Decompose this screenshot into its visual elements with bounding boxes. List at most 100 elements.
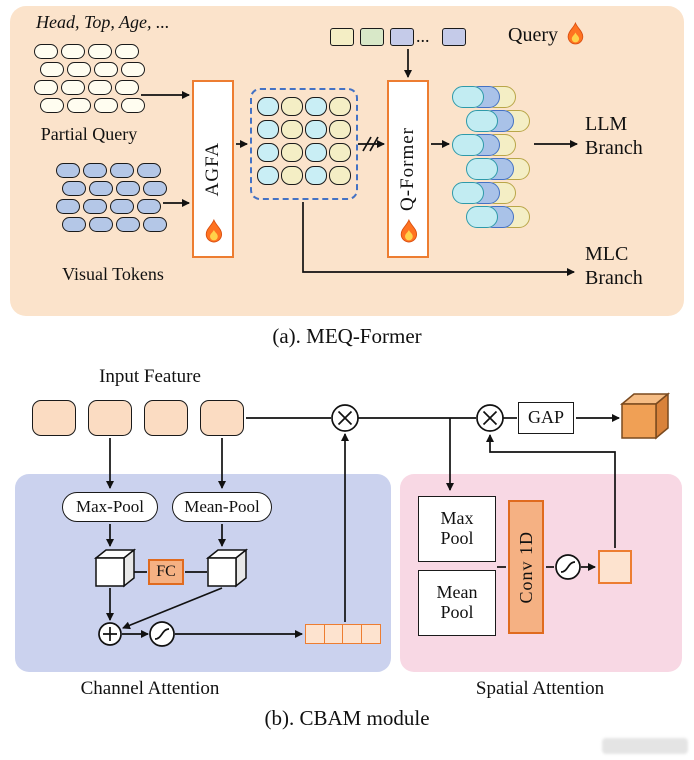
mean-pool-box-label: Mean Pool — [436, 582, 478, 622]
agfa-label: AGFA — [202, 141, 223, 197]
partial-query-label: Partial Query — [40, 124, 138, 144]
multiply-operator-icon — [476, 404, 504, 432]
channel-attention-label: Channel Attention — [80, 678, 220, 699]
visual-token — [143, 217, 167, 232]
input-feature-square — [144, 400, 188, 436]
fused-token — [281, 166, 303, 185]
q-former-label: Q-Former — [397, 127, 418, 211]
query-token — [88, 80, 112, 95]
visual-token — [116, 217, 140, 232]
token-row — [257, 166, 351, 185]
fused-token — [257, 166, 279, 185]
token-row — [40, 98, 145, 113]
query-square — [360, 28, 384, 46]
query-token — [67, 62, 91, 77]
panel-b-caption: (b). CBAM module — [264, 706, 430, 730]
visual-tokens-grid — [56, 163, 167, 235]
llm-branch-label: LLM Branch — [585, 113, 643, 159]
token-row — [62, 181, 167, 196]
spatial-attention-label: Spatial Attention — [475, 678, 605, 699]
watermark — [602, 738, 688, 754]
visual-token — [83, 163, 107, 178]
fc-box: FC — [148, 559, 184, 585]
multiply-operator-icon — [331, 404, 359, 432]
input-feature-square — [200, 400, 244, 436]
token-row — [56, 163, 167, 178]
gap-box: GAP — [518, 402, 574, 434]
agfa-module: AGFA — [192, 80, 234, 258]
visual-token — [110, 163, 134, 178]
mean-pool-pill: Mean-Pool — [172, 492, 272, 522]
fc-label: FC — [156, 563, 176, 580]
panel-a-caption: (a). MEQ-Former — [272, 324, 422, 348]
channel-attention-vector — [305, 624, 381, 644]
visual-tokens-label: Visual Tokens — [62, 264, 164, 284]
fused-token — [257, 97, 279, 116]
conv1d-label: Conv 1D — [515, 530, 536, 604]
query-token — [94, 62, 118, 77]
visual-token — [62, 181, 86, 196]
output-token — [452, 86, 484, 108]
visual-token — [116, 181, 140, 196]
output-token — [466, 206, 498, 228]
partial-query-words: Head, Top, Age, ... — [36, 12, 170, 32]
mean-pool-pill-label: Mean-Pool — [184, 497, 260, 516]
visual-token — [83, 199, 107, 214]
visual-token — [143, 181, 167, 196]
input-feature-label: Input Feature — [99, 366, 201, 387]
max-pool-pill-label: Max-Pool — [76, 497, 144, 516]
output-token — [466, 158, 498, 180]
attention-cell — [323, 624, 344, 644]
fused-token — [329, 120, 351, 139]
visual-token — [110, 199, 134, 214]
query-label: Query — [508, 24, 558, 46]
query-token — [61, 80, 85, 95]
fused-token — [281, 97, 303, 116]
token-row — [34, 44, 145, 59]
output-feature-cube — [619, 392, 671, 440]
token-row — [257, 120, 351, 139]
input-feature-square — [88, 400, 132, 436]
visual-token — [89, 181, 113, 196]
query-token — [94, 98, 118, 113]
output-token — [452, 134, 484, 156]
mlc-branch-label: MLC Branch — [585, 243, 643, 289]
query-token — [40, 62, 64, 77]
fused-token — [305, 143, 327, 162]
query-token — [115, 44, 139, 59]
query-token — [88, 44, 112, 59]
token-row — [56, 199, 167, 214]
fused-token — [281, 120, 303, 139]
fused-token — [329, 166, 351, 185]
mean-pool-box: Mean Pool — [418, 570, 496, 636]
partial-query-grid — [34, 44, 145, 116]
token-row — [62, 217, 167, 232]
fused-token-grid — [250, 88, 358, 200]
query-token — [34, 44, 58, 59]
fused-token — [257, 143, 279, 162]
fused-token — [305, 166, 327, 185]
query-token — [61, 44, 85, 59]
max-pool-box: Max Pool — [418, 496, 496, 562]
spatial-attention-map — [598, 550, 632, 584]
fused-token — [329, 97, 351, 116]
max-pool-box-label: Max Pool — [440, 508, 474, 548]
query-square — [442, 28, 466, 46]
query-token — [121, 62, 145, 77]
query-token — [40, 98, 64, 113]
visual-token — [62, 217, 86, 232]
token-row — [34, 80, 145, 95]
query-token — [115, 80, 139, 95]
output-token — [452, 182, 484, 204]
gap-label: GAP — [527, 407, 564, 428]
attention-cell — [305, 624, 325, 644]
fused-token — [305, 120, 327, 139]
q-former-module: Q-Former — [387, 80, 429, 258]
input-feature-square — [32, 400, 76, 436]
conv1d-box: Conv 1D — [508, 500, 544, 634]
max-pool-pill: Max-Pool — [62, 492, 158, 522]
query-token — [34, 80, 58, 95]
fused-token — [305, 97, 327, 116]
attention-cell — [360, 624, 381, 644]
